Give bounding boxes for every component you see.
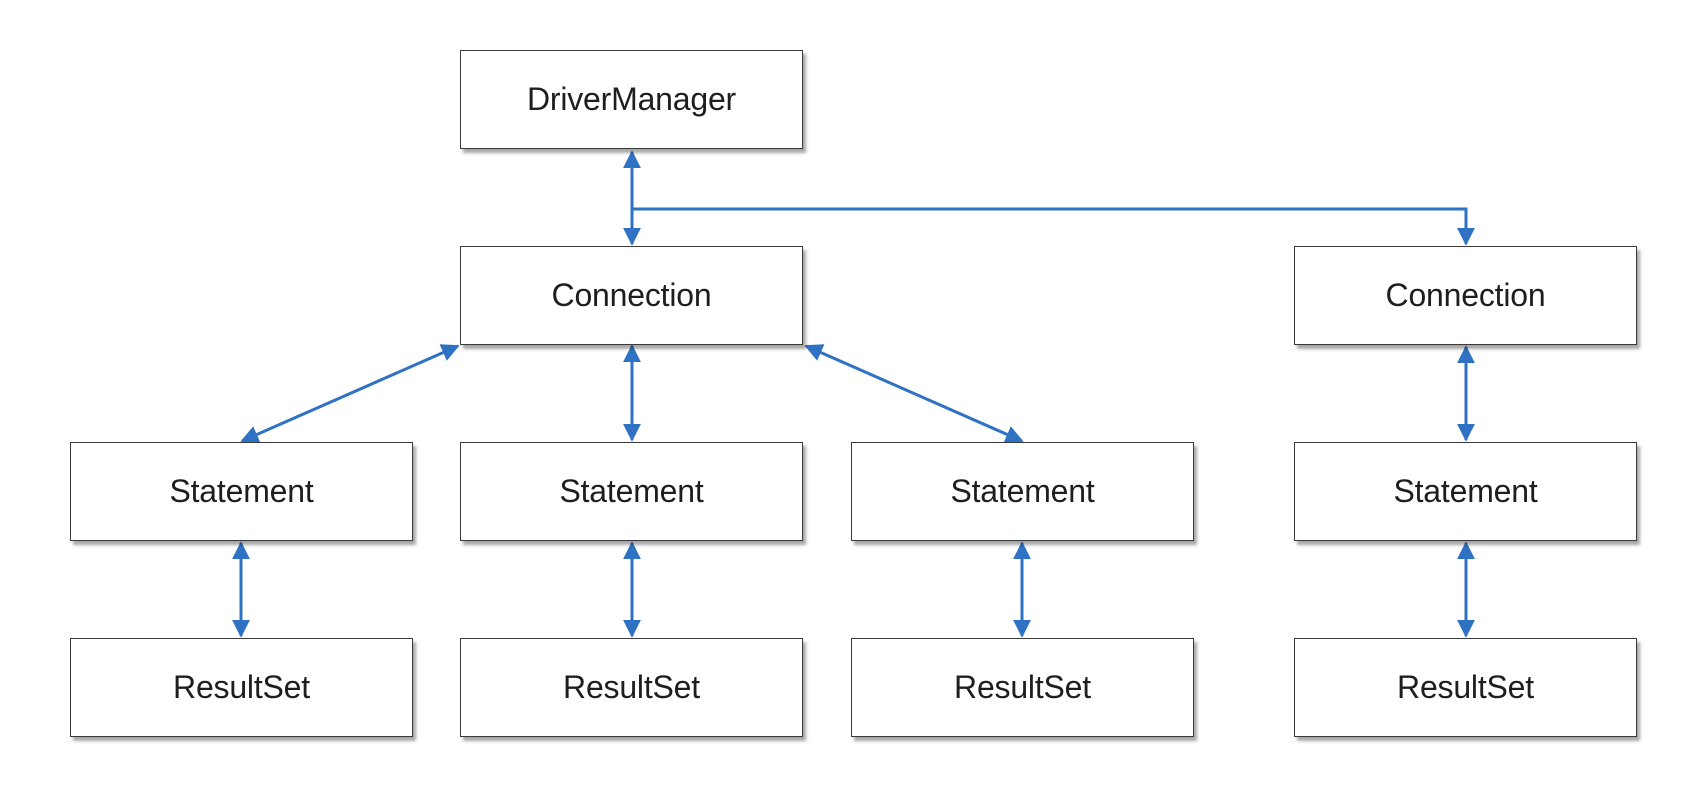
node-resultset-3: ResultSet (851, 638, 1194, 737)
node-statement-3: Statement (851, 442, 1194, 541)
node-statement-4: Statement (1294, 442, 1637, 541)
node-connection-1: Connection (460, 246, 803, 345)
node-resultset-1: ResultSet (70, 638, 413, 737)
edge-connection-1-statement-3 (804, 344, 1024, 443)
node-statement-2: Statement (460, 442, 803, 541)
node-resultset-4: ResultSet (1294, 638, 1637, 737)
node-connection-2: Connection (1294, 246, 1637, 345)
edge-drivermanager-connection-2 (632, 207, 1475, 246)
node-resultset-2: ResultSet (460, 638, 803, 737)
node-drivermanager: DriverManager (460, 50, 803, 149)
node-statement-1: Statement (70, 442, 413, 541)
edge-connection-1-statement-1 (240, 344, 460, 443)
